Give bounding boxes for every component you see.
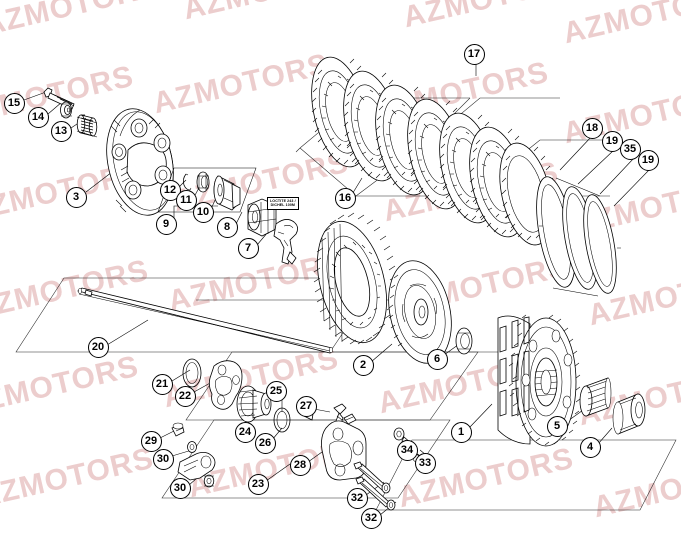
callout-20[interactable]: 20 <box>87 336 109 358</box>
callout-19[interactable]: 19 <box>601 130 623 152</box>
part-7-release-lever <box>273 219 298 265</box>
callout-32[interactable]: 32 <box>360 507 382 529</box>
callout-13[interactable]: 13 <box>50 120 72 142</box>
callout-25[interactable]: 25 <box>265 380 287 402</box>
callout-1[interactable]: 1 <box>450 421 472 443</box>
callout-11[interactable]: 11 <box>175 189 197 211</box>
callout-21[interactable]: 21 <box>151 373 173 395</box>
loctite-note-line2: DICHEL 100M <box>270 203 296 208</box>
callout-7[interactable]: 7 <box>237 237 259 259</box>
part-4-spacer-collar <box>612 393 646 435</box>
callout-6[interactable]: 6 <box>426 348 448 370</box>
loctite-note-label: LOCTITE 243 / DICHEL 100M <box>267 197 299 210</box>
callout-4[interactable]: 4 <box>579 436 601 458</box>
part-16-friction-plate-pack <box>313 212 397 345</box>
callout-15[interactable]: 15 <box>3 92 25 114</box>
callout-28[interactable]: 28 <box>289 454 311 476</box>
part-24-actuator-wheel <box>236 385 272 423</box>
callout-30[interactable]: 30 <box>169 477 191 499</box>
callout-35[interactable]: 35 <box>619 138 641 160</box>
callout-32[interactable]: 32 <box>346 487 368 509</box>
loctite-note-line1: LOCTITE 243 / <box>270 199 296 203</box>
callout-5[interactable]: 5 <box>546 415 568 437</box>
callout-29[interactable]: 29 <box>140 430 162 452</box>
part-17-16-clutch-plate-stack <box>311 56 555 246</box>
callout-34[interactable]: 34 <box>396 439 418 461</box>
part-10-hub <box>213 175 241 211</box>
part-21-o-ring <box>182 358 202 388</box>
callout-9[interactable]: 9 <box>155 213 177 235</box>
part-2-clutch-center-hub <box>388 260 452 364</box>
callout-16[interactable]: 16 <box>334 187 356 209</box>
callout-18[interactable]: 18 <box>581 117 603 139</box>
callout-33[interactable]: 33 <box>414 452 436 474</box>
callout-27[interactable]: 27 <box>295 395 317 417</box>
part-32-bolts <box>353 461 396 511</box>
callout-17[interactable]: 17 <box>463 43 485 65</box>
callout-8[interactable]: 8 <box>216 216 238 238</box>
part-14-washer <box>60 101 72 119</box>
part-6-thrust-washer <box>455 327 473 355</box>
callout-23[interactable]: 23 <box>247 473 269 495</box>
part-29-30-lever-bushings <box>171 422 216 488</box>
callout-24[interactable]: 24 <box>234 421 256 443</box>
part-1-clutch-basket <box>497 314 581 447</box>
part-20-push-rod <box>77 287 333 354</box>
callout-12[interactable]: 12 <box>159 179 181 201</box>
callout-19[interactable]: 19 <box>637 149 659 171</box>
part-22-cover-plate <box>208 360 243 410</box>
callout-30[interactable]: 30 <box>152 448 174 470</box>
part-11-bearing <box>196 171 210 193</box>
callout-2[interactable]: 2 <box>352 354 374 376</box>
part-3-pressure-plate <box>106 108 174 216</box>
callout-26[interactable]: 26 <box>254 432 276 454</box>
callout-3[interactable]: 3 <box>65 186 87 208</box>
callout-22[interactable]: 22 <box>174 385 196 407</box>
part-25-o-ring <box>273 407 291 433</box>
callout-10[interactable]: 10 <box>192 201 214 223</box>
part-13-spring <box>76 114 98 138</box>
part-18-19-35-rings <box>536 176 621 297</box>
callout-14[interactable]: 14 <box>27 106 49 128</box>
part-5-needle-bearing <box>579 377 612 417</box>
